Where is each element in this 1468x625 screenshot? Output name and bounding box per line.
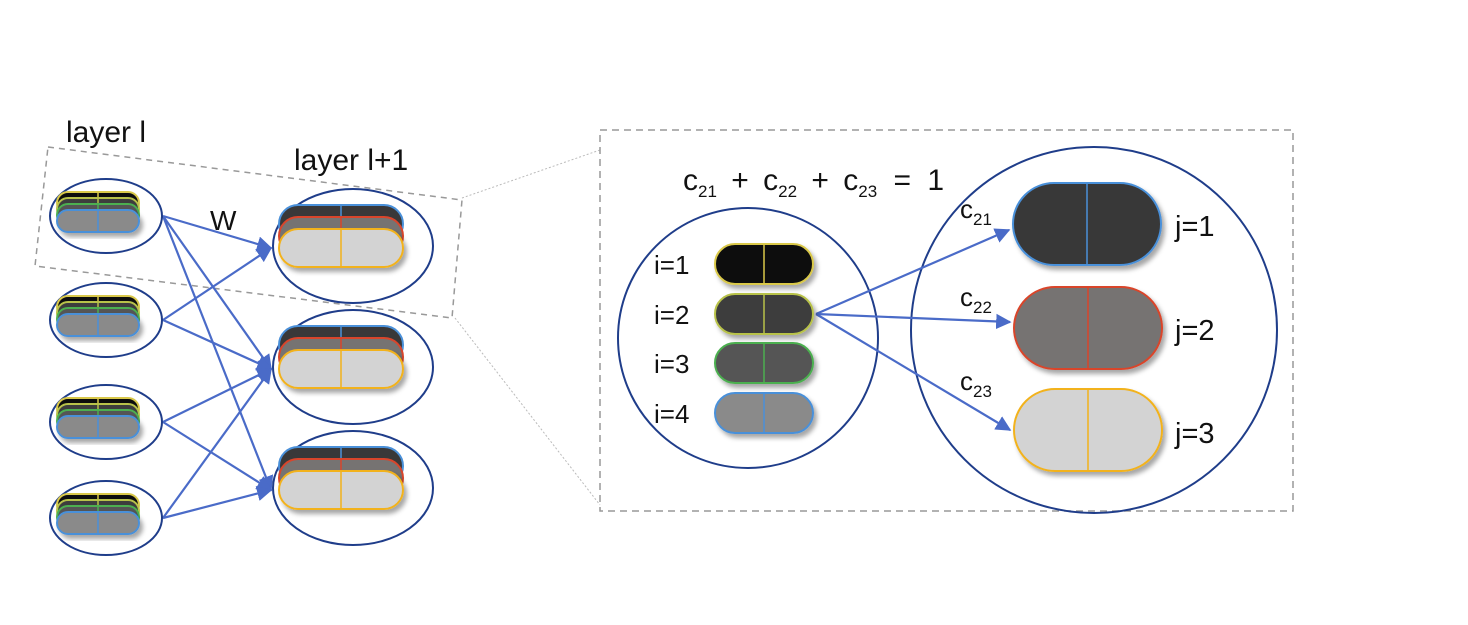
small-input-capsule xyxy=(56,415,140,439)
output-label: j=2 xyxy=(1174,315,1215,347)
small-input-capsule xyxy=(56,313,140,337)
detail-panel xyxy=(599,129,1294,512)
small-output-capsule xyxy=(278,470,404,510)
input-capsule xyxy=(714,243,814,285)
coupling-coefficient-label: c21 xyxy=(960,194,992,229)
output-capsule xyxy=(1013,286,1163,370)
input-layer-circle xyxy=(617,207,879,469)
input-capsules: i=1 i=2 i=3 i=4 xyxy=(654,243,814,434)
weight-arrow xyxy=(162,214,273,252)
coupling-equation: c21 + c22 + c23 = 1 xyxy=(683,164,944,204)
output-layer-circle xyxy=(910,146,1278,514)
layer-l-label: layer l xyxy=(66,116,146,149)
layer-l-capsules xyxy=(49,178,163,556)
weight-arrow xyxy=(161,215,274,492)
coupling-arrows xyxy=(815,228,1012,431)
small-input-capsule xyxy=(56,209,140,233)
zoom-line-bottom xyxy=(454,317,601,506)
coupling-arrow xyxy=(815,312,1012,330)
weight-arrow xyxy=(162,247,273,321)
weight-arrow xyxy=(162,368,273,423)
input-capsule xyxy=(714,293,814,335)
small-output-capsule xyxy=(278,349,404,389)
input-label: i=2 xyxy=(654,300,689,330)
input-capsule xyxy=(714,392,814,434)
output-capsule xyxy=(1013,388,1163,472)
output-capsules: j=1 c21 j=2 c22 j=3 c23 xyxy=(960,182,1215,472)
weight-arrow xyxy=(162,486,273,520)
coupling-arrow xyxy=(815,228,1011,316)
layer-l1-label: layer l+1 xyxy=(294,144,408,177)
zoom-line-top xyxy=(461,149,601,199)
weight-arrow xyxy=(162,367,272,519)
input-capsule xyxy=(714,342,814,384)
weight-arrow xyxy=(162,421,273,491)
layer-highlight-box xyxy=(34,146,463,319)
layer-l1-capsules xyxy=(272,188,434,546)
coupling-coefficient-label: c23 xyxy=(960,366,992,401)
output-label: j=3 xyxy=(1174,418,1215,450)
input-label: i=3 xyxy=(654,349,689,379)
output-label: j=1 xyxy=(1174,211,1215,243)
input-label: i=4 xyxy=(654,399,689,429)
output-capsule xyxy=(1012,182,1162,266)
small-input-capsule xyxy=(56,511,140,535)
weight-arrows xyxy=(161,214,274,520)
small-output-capsule xyxy=(278,228,404,268)
weight-arrow xyxy=(162,318,273,371)
coupling-coefficient-label: c22 xyxy=(960,282,992,317)
weight-arrow xyxy=(162,215,272,371)
coupling-arrow xyxy=(815,313,1012,431)
input-label: i=1 xyxy=(654,250,689,280)
